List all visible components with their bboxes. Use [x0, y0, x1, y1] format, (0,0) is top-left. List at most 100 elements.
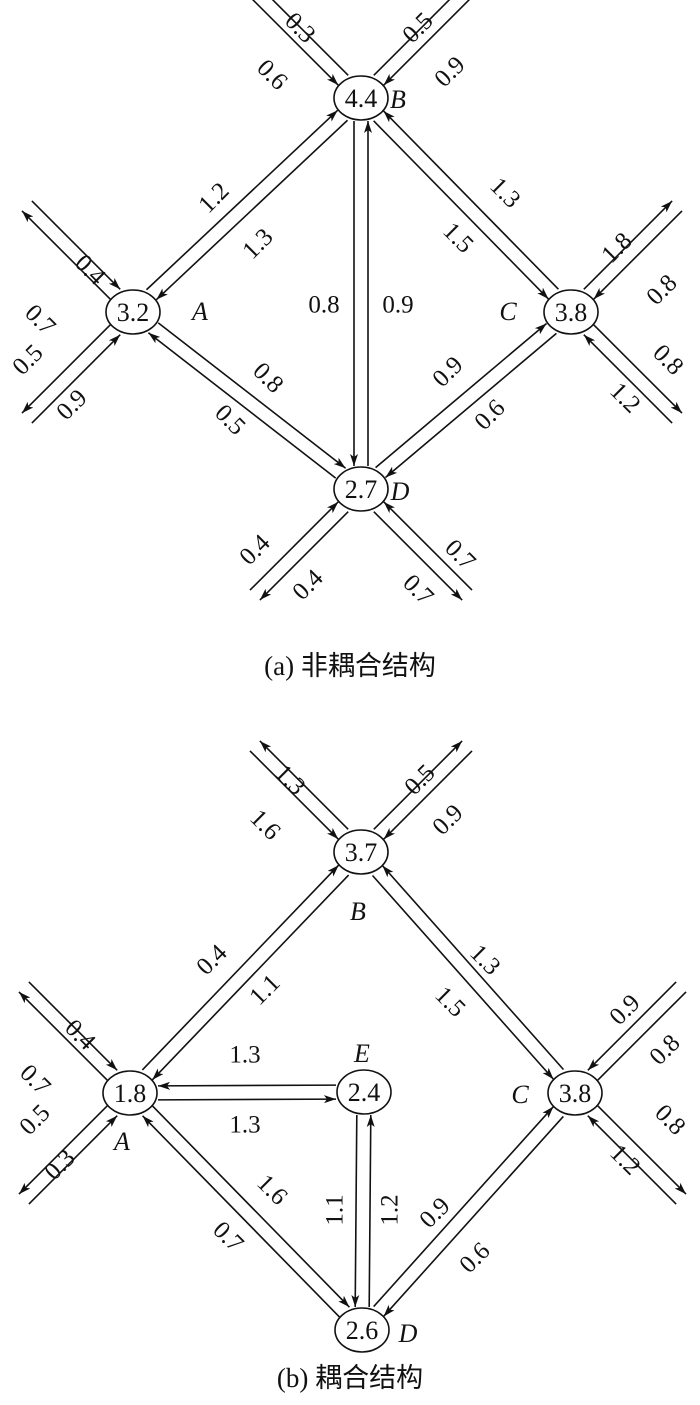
flow-label: 0.4	[69, 249, 111, 291]
flow-arrow	[597, 1105, 687, 1195]
node-value: 3.7	[345, 838, 378, 867]
node-letter: D	[390, 477, 410, 506]
flow-arrow	[375, 322, 548, 469]
flow-label: 1.6	[251, 1169, 292, 1210]
flow-label: 0.5	[14, 1099, 55, 1140]
node-a: 1.8A	[102, 1070, 158, 1156]
flow-label: 1.3	[269, 759, 310, 800]
flow-label: 0.9	[427, 799, 468, 840]
node-d: 2.7 D	[333, 466, 410, 512]
flow-label: 0.8	[649, 1099, 690, 1140]
flow-arrow	[587, 1115, 677, 1205]
flow-arrow	[383, 750, 473, 840]
flow-label: 0.5	[397, 7, 438, 48]
node-c: 3.8 C	[499, 289, 599, 335]
node-circle	[105, 289, 161, 335]
flow-arrow	[373, 120, 550, 300]
flow-label: 1.2	[604, 1139, 645, 1180]
flow-arrow	[157, 322, 347, 469]
node-value: 2.7	[345, 475, 378, 504]
flow-label: 1.1	[322, 1194, 349, 1225]
node-value: 3.8	[555, 298, 588, 327]
node-letter: C	[499, 297, 517, 326]
diagram-caption: (a) 非耦合结构	[264, 651, 436, 681]
node-value: 2.4	[348, 1078, 381, 1107]
flow-label: 0.7	[439, 534, 480, 575]
flow-label: 1.3	[229, 1042, 260, 1069]
flow-arrow	[583, 200, 673, 290]
flow-label: 0.7	[207, 1216, 248, 1257]
flow-label: 0.9	[604, 989, 645, 1030]
node-value: 3.8	[559, 1079, 592, 1108]
flow-label: 0.8	[647, 339, 688, 380]
flow-label: 0.7	[19, 299, 60, 340]
flow-label: 0.9	[51, 384, 92, 425]
flow-arrow	[157, 1095, 337, 1104]
flow-arrow	[141, 864, 340, 1071]
flow-label: 0.5	[7, 339, 48, 380]
node-circle	[543, 289, 599, 335]
flow-arrow	[382, 1115, 564, 1317]
flow-arrow	[31, 334, 121, 424]
flow-arrow	[384, 332, 557, 479]
flow-label: 0.8	[644, 1029, 685, 1070]
flow-label: 0.7	[14, 1059, 55, 1100]
node-b: 3.7B	[333, 829, 389, 926]
flow-arrow	[155, 119, 349, 301]
node-value: 1.8	[114, 1079, 147, 1108]
node-circle	[333, 75, 389, 121]
flow-label: 0.6	[454, 1237, 495, 1278]
flow-label: 0.3	[39, 1144, 80, 1185]
flow-arrow	[381, 865, 565, 1071]
node-circle	[336, 1069, 392, 1115]
node-circle	[102, 1070, 158, 1116]
flow-arrow	[593, 210, 683, 300]
flow-label: 0.4	[234, 529, 276, 571]
flow-arrow	[371, 874, 555, 1080]
flow-arrow	[249, 750, 339, 840]
flow-arrow	[583, 334, 673, 424]
flow-arrow	[373, 511, 463, 601]
flow-label: 0.5	[209, 399, 250, 440]
flow-label: 0.9	[427, 351, 468, 392]
flow-arrow	[142, 1115, 341, 1318]
node-circle	[333, 466, 389, 512]
flow-arrow	[145, 109, 339, 291]
flow-label: 0.4	[191, 939, 233, 981]
flow-arrow	[382, 110, 559, 290]
node-letter: A	[112, 1127, 130, 1156]
flow-arrow	[593, 324, 683, 414]
flow-arrow	[373, 740, 463, 830]
node-value: 3.2	[117, 298, 150, 327]
node-circle	[547, 1070, 603, 1116]
flow-label: 1.2	[604, 377, 645, 418]
node-letter: E	[353, 1039, 370, 1068]
flow-label: 0.4	[287, 564, 329, 606]
node-e: 2.4 E	[336, 1039, 392, 1115]
flow-label: 0.4	[59, 1014, 101, 1056]
flow-arrow	[249, 501, 339, 591]
flow-arrow	[147, 332, 337, 479]
flow-label: 1.6	[244, 804, 285, 845]
flow-label: 0.7	[397, 569, 438, 610]
flow-label: 0.9	[414, 1192, 455, 1233]
flow-arrow	[28, 981, 118, 1071]
flow-arrow	[21, 210, 111, 300]
flow-arrow	[28, 1115, 118, 1205]
node-value: 4.4	[345, 84, 378, 113]
node-letter: B	[350, 897, 366, 926]
node-letter: D	[398, 1319, 418, 1348]
flow-arrow	[151, 1105, 350, 1308]
flow-arrow	[18, 1105, 108, 1195]
flow-arrow	[21, 324, 111, 414]
flow-arrow	[383, 501, 473, 591]
flow-arrow	[151, 874, 350, 1081]
flow-arrow	[351, 1114, 360, 1308]
flow-label: 0.5	[399, 759, 440, 800]
